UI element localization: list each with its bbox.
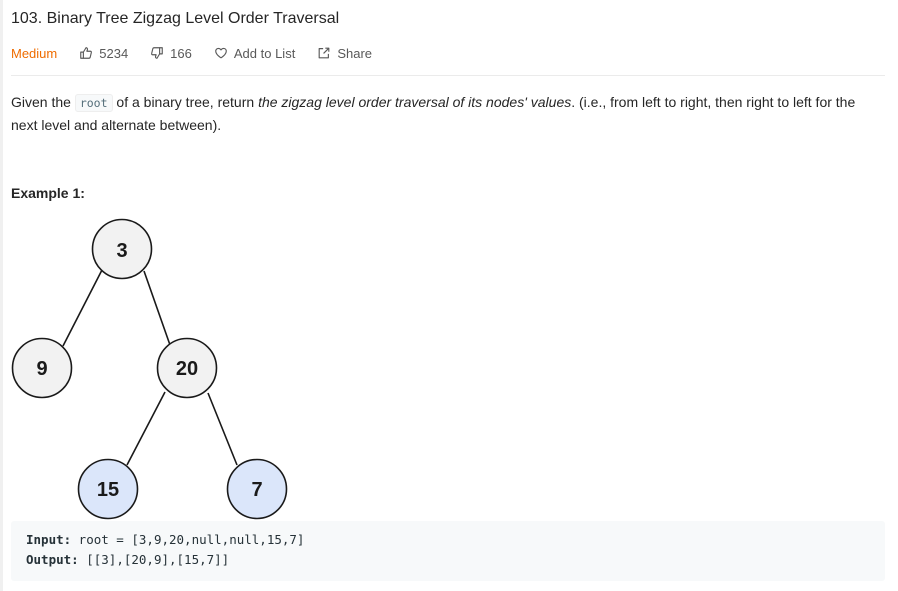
share-button[interactable]: Share (317, 46, 372, 61)
tree-node-label: 3 (116, 240, 127, 262)
input-label: Input: (26, 532, 72, 547)
tree-edge (62, 267, 104, 347)
tree-node: 20 (156, 337, 218, 399)
tree-edge (143, 270, 171, 346)
example-title: Example 1: (11, 185, 85, 201)
like-button[interactable]: 5234 (79, 46, 128, 61)
problem-meta-bar: Medium 5234 166 Add to List (11, 44, 394, 62)
add-to-list-button[interactable]: Add to List (214, 46, 295, 61)
description-emphasis: the zigzag level order traversal of its … (258, 94, 572, 110)
tree-node-label: 20 (176, 358, 198, 380)
tree-node: 7 (226, 458, 288, 520)
dislike-button[interactable]: 166 (150, 46, 192, 61)
meta-divider (11, 75, 885, 76)
thumbs-up-icon (80, 47, 93, 59)
tree-node-label: 9 (36, 358, 47, 380)
tree-node-label: 7 (251, 479, 262, 501)
tree-edge (207, 392, 238, 466)
add-to-list-label: Add to List (233, 45, 296, 61)
output-label: Output: (26, 552, 79, 567)
panel-edge (0, 0, 3, 591)
tree-node: 15 (77, 458, 139, 520)
description-text: . (i.e., from left to right, then right … (11, 94, 856, 133)
example-code-block: Input: root = [3,9,20,null,null,15,7] Ou… (11, 521, 885, 581)
share-label: Share (337, 45, 373, 61)
problem-description: Given the root of a binary tree, return … (11, 91, 885, 136)
heart-icon (215, 47, 227, 59)
output-value: [[3],[20,9],[15,7]] (78, 552, 230, 567)
example-input-line: Input: root = [3,9,20,null,null,15,7] (26, 532, 304, 547)
inline-code-root: root (74, 94, 113, 112)
like-count: 5234 (99, 45, 129, 61)
description-text: of a binary tree, return (112, 94, 259, 110)
tree-node: 9 (11, 337, 73, 399)
tree-edge (126, 391, 166, 466)
share-icon (318, 47, 330, 59)
thumbs-down-icon (151, 47, 163, 59)
tree-node: 3 (91, 218, 153, 280)
tree-node-label: 15 (97, 479, 119, 501)
example-output-line: Output: [[3],[20,9],[15,7]] (26, 552, 229, 567)
dislike-count: 166 (170, 45, 192, 61)
input-value: root = [3,9,20,null,null,15,7] (71, 532, 305, 547)
description-text: Given the (11, 94, 75, 110)
difficulty-label: Medium (11, 45, 58, 61)
problem-title: 103. Binary Tree Zigzag Level Order Trav… (11, 10, 340, 27)
